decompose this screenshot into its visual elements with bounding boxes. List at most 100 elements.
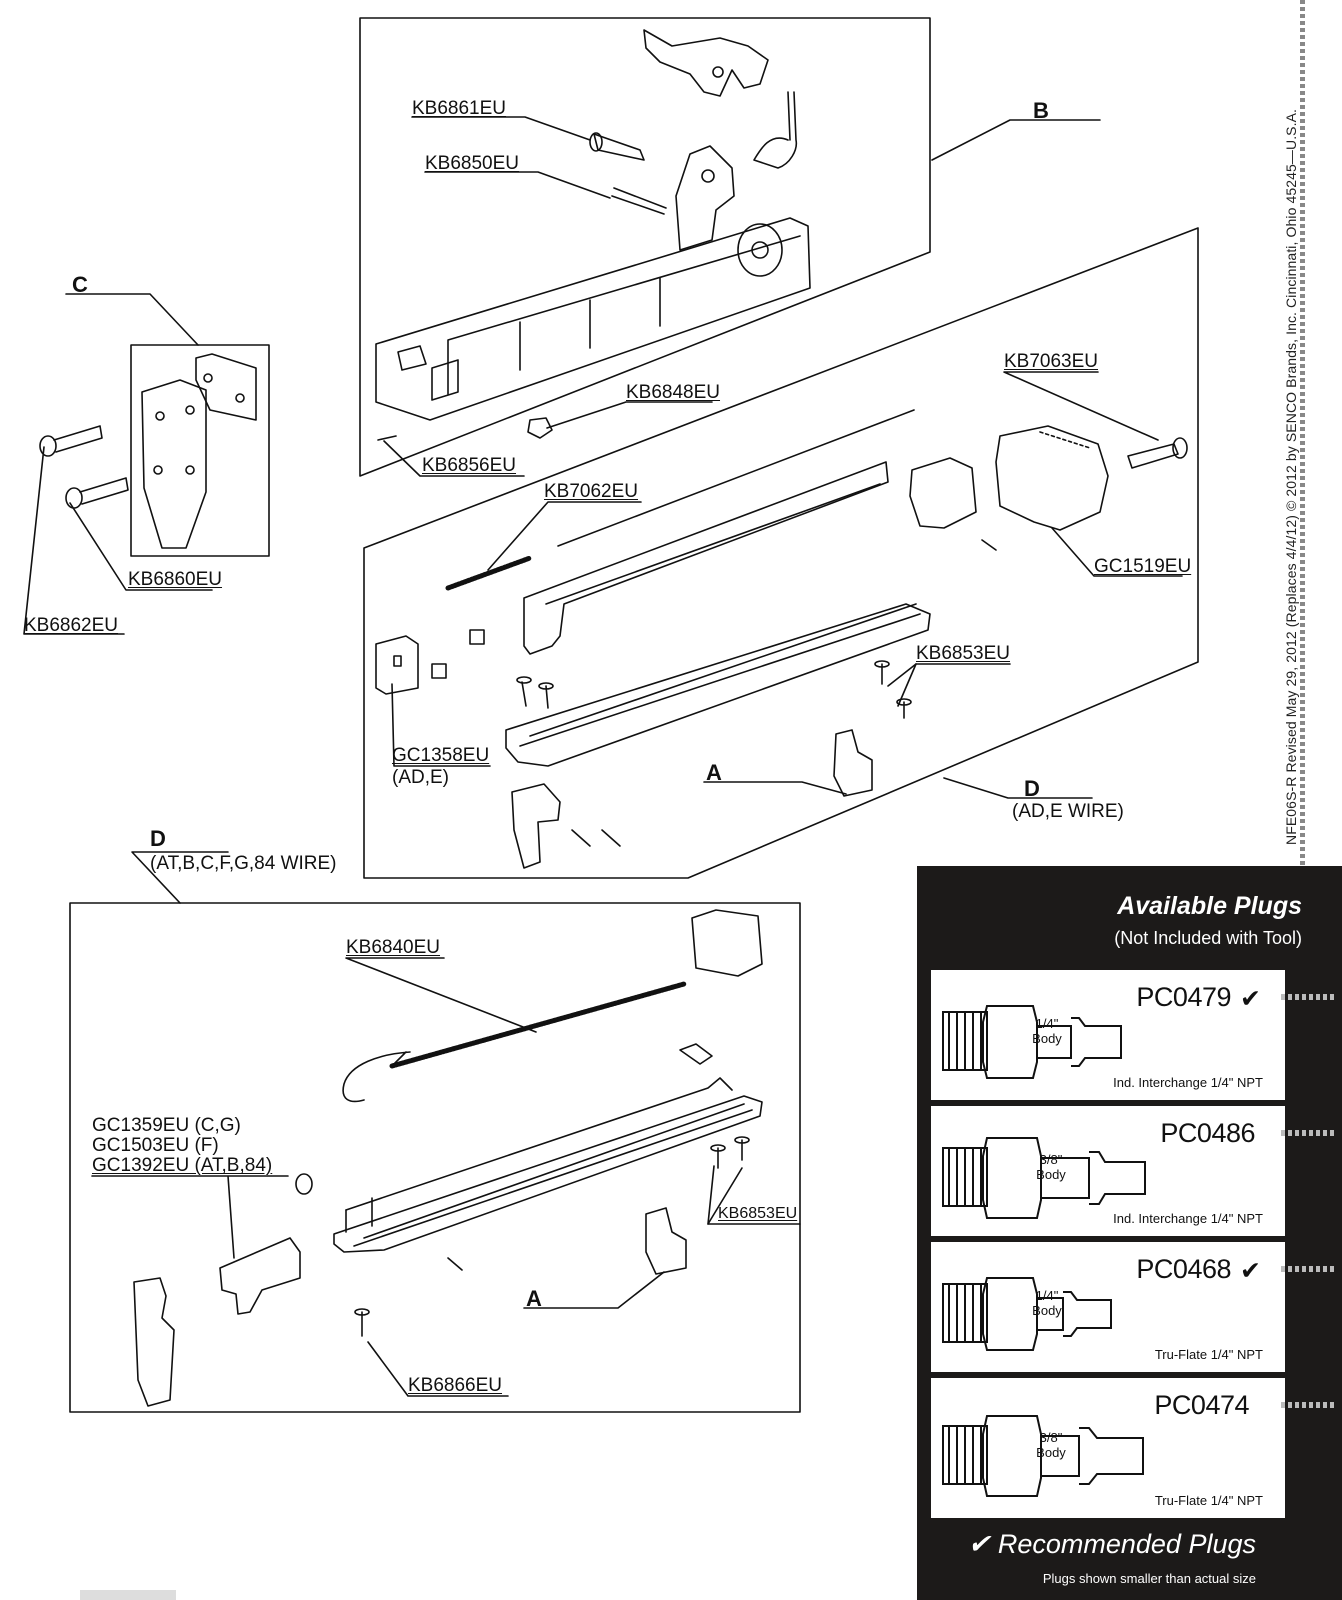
- callout-kb6853-upper: KB6853EU: [916, 643, 1011, 664]
- callout-kb6840: KB6840EU: [346, 937, 441, 958]
- callout-kb6861: KB6861EU: [412, 98, 507, 119]
- leader-gc13xx: [91, 1175, 289, 1259]
- callout-kb7062: KB7062EU: [544, 481, 639, 502]
- d-lower-top-block: [691, 909, 763, 977]
- d-upper-screw-kb7063: [1127, 437, 1188, 469]
- b-spring: [753, 91, 798, 169]
- d-lower-plate: [133, 1277, 175, 1407]
- d-lower-nut: [295, 1173, 313, 1195]
- b-nut-kb6848: [527, 417, 553, 439]
- plug-pc0479-size: 1/4"Body: [1032, 1016, 1062, 1046]
- callout-gc1392: GC1392EU (AT,B,84): [92, 1155, 273, 1176]
- revision-note: NFE06S-R Revised May 29, 2012 (Replaces …: [1283, 108, 1299, 845]
- callout-kb6866: KB6866EU: [408, 1375, 503, 1396]
- plug-desc-pc0474: Tru-Flate 1/4" NPT: [1154, 1493, 1263, 1508]
- c-screw-top: [39, 425, 103, 457]
- available-plugs-panel: Available Plugs (Not Included with Tool)…: [917, 866, 1342, 1600]
- b-pin-kb6861: [589, 132, 645, 161]
- callout-kb6850: KB6850EU: [425, 153, 520, 174]
- group-d-lower-label: D: [150, 826, 166, 851]
- recommended-plugs-label: ✔ Recommended Plugs: [967, 1529, 1256, 1559]
- b-magazine-body: [375, 145, 811, 421]
- plug-code-pc0468: PC0468: [1136, 1254, 1231, 1284]
- dashed-divider: [1300, 0, 1305, 1420]
- group-c-outline: [130, 344, 270, 557]
- group-d-upper-outline: [363, 227, 1199, 879]
- plug-desc-pc0479: Ind. Interchange 1/4" NPT: [1113, 1075, 1263, 1090]
- plug-card-pc0479: 1/4"Body PC0479 ✔ Ind. Interchange 1/4" …: [931, 970, 1337, 1100]
- callout-kb7063: KB7063EU: [1004, 351, 1099, 372]
- d-lower-long-spring: [342, 981, 687, 1103]
- d-lower-channel: [333, 1077, 763, 1253]
- group-d-upper-label: D: [1024, 776, 1040, 801]
- leader-d-upper: [943, 777, 1093, 799]
- d-upper-lever: [511, 783, 561, 869]
- d-upper-spring-kb7062: [445, 555, 533, 591]
- leader-kb6850: [424, 171, 611, 199]
- group-d-lower-outline: [69, 902, 801, 1413]
- d-lower-pin: [447, 1257, 463, 1271]
- c-screw-bottom: [65, 477, 129, 509]
- d-upper-pins: [571, 829, 621, 847]
- b-pin-kb6856: [377, 435, 397, 441]
- d-upper-nut-2: [469, 629, 485, 645]
- plug-leader-dots: [1281, 1266, 1337, 1272]
- leader-kb6840: [345, 957, 537, 1033]
- d-lower-clip: [679, 1043, 713, 1065]
- d-upper-follower-plate: [523, 461, 889, 655]
- plug-pc0486-size: 3/8"Body: [1036, 1152, 1066, 1182]
- leader-gc1519: [1051, 527, 1183, 577]
- callout-gc1358: GC1358EU: [392, 745, 490, 766]
- leader-kb6862: [23, 446, 125, 635]
- plug-code-pc0486: PC0486: [1160, 1118, 1255, 1148]
- plug-pc0486-image: [942, 1137, 1146, 1219]
- recommended-check-icon: ✔: [1240, 1257, 1261, 1285]
- leader-a-lower: [523, 1271, 665, 1309]
- leader-kb6856: [383, 440, 525, 477]
- group-c-label: C: [72, 272, 88, 297]
- plug-pc0474-size: 3/8"Body: [1036, 1430, 1066, 1460]
- leader-kb6860: [69, 502, 213, 591]
- b-pin-kb6850: [611, 187, 667, 215]
- plugs-title: Available Plugs: [1117, 892, 1302, 920]
- group-d-upper-sub: (AD,E WIRE): [1012, 801, 1124, 822]
- plug-desc-pc0486: Ind. Interchange 1/4" NPT: [1113, 1211, 1263, 1226]
- d-upper-screws-kb6853: [874, 660, 912, 719]
- leader-kb6853-upper: [887, 663, 1011, 687]
- leader-d-lower: [131, 851, 229, 904]
- d-upper-stop-a: [833, 729, 873, 797]
- footer-tab: [80, 1590, 176, 1600]
- plug-pc0468-image: [942, 1277, 1112, 1351]
- plug-pc0474-image: [942, 1415, 1144, 1497]
- leader-kb6861: [411, 116, 591, 141]
- plug-card-pc0486: 3/8"Body PC0486 Ind. Interchange 1/4" NP…: [931, 1106, 1337, 1236]
- recommended-check-icon: ✔: [1240, 985, 1261, 1013]
- d-lower-screws-kb6853: [710, 1136, 750, 1169]
- c-bracket: [195, 353, 257, 421]
- leader-c: [65, 293, 199, 346]
- d-upper-latch: [909, 457, 977, 529]
- callout-kb6860: KB6860EU: [128, 569, 223, 590]
- callout-kb6856: KB6856EU: [422, 455, 517, 476]
- d-upper-nosepiece-gc1519: [995, 425, 1109, 531]
- b-top-bracket: [643, 29, 769, 97]
- plug-leader-dots: [1281, 994, 1337, 1000]
- d-upper-pin-small: [981, 539, 997, 551]
- plug-desc-pc0468: Tru-Flate 1/4" NPT: [1154, 1347, 1263, 1362]
- callout-kb6848: KB6848EU: [626, 382, 721, 403]
- callout-gc1503: GC1503EU (F): [92, 1135, 219, 1156]
- plug-code-pc0474: PC0474: [1154, 1390, 1249, 1420]
- callout-gc1358-sub: (AD,E): [392, 767, 449, 788]
- d-lower-screw-kb6866: [354, 1308, 370, 1337]
- plug-card-pc0468: 1/4"Body PC0468 ✔ Tru-Flate 1/4" NPT: [931, 1242, 1337, 1372]
- leader-a-upper: [703, 781, 847, 795]
- d-lower-stop-a: [645, 1207, 687, 1275]
- plug-pc0479-image: [942, 1005, 1122, 1079]
- plug-pc0468-size: 1/4"Body: [1032, 1288, 1062, 1318]
- d-upper-channel: [505, 603, 931, 767]
- plug-leader-dots: [1281, 1402, 1337, 1408]
- leader-b: [931, 119, 1101, 161]
- plugs-subtitle: (Not Included with Tool): [1114, 928, 1302, 948]
- plugs-size-note: Plugs shown smaller than actual size: [1042, 1571, 1256, 1586]
